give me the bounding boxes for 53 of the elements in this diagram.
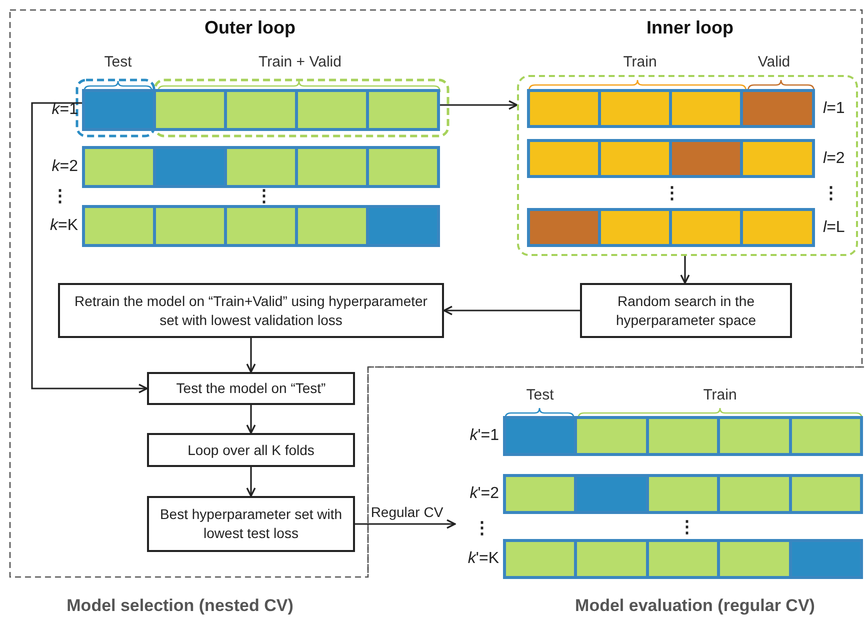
segment-label: Test — [104, 54, 132, 70]
arrow — [443, 306, 580, 316]
box-text: Random search in the hyperparameter space — [614, 292, 758, 330]
fold-index-label: k=K — [50, 217, 78, 235]
ellipsis-mark: ⋮ — [256, 186, 272, 206]
process-box — [147, 433, 355, 467]
fold-index-label: k'=2 — [470, 485, 499, 503]
box-text: Best hyperparameter set with lowest test loss — [158, 505, 344, 543]
segment-label: Valid — [758, 54, 790, 70]
fold-index-label: k'=K — [468, 550, 499, 568]
fold-bar — [526, 88, 814, 128]
arrow — [31, 102, 148, 394]
fold-index-label: l=1 — [823, 100, 845, 118]
segment-label: Train — [623, 54, 657, 70]
segment-label: Test — [526, 386, 554, 404]
box-text: Retrain the model on “Train+Valid” using hyperparameter set with lowest validation loss — [74, 292, 428, 330]
segment-label: Train — [703, 386, 737, 404]
ellipsis-mark: ⋮ — [822, 182, 840, 204]
fold-index-label: k=1 — [52, 101, 78, 119]
ellipsis-mark: ⋮ — [474, 518, 490, 538]
fold-index-label: l=L — [823, 218, 845, 236]
fold-bar — [503, 539, 863, 579]
fold-index-label: k'=1 — [470, 427, 499, 445]
segment-label: Train + Valid — [258, 54, 342, 70]
box-text: Test the model on “Test” — [176, 379, 326, 398]
fold-bar — [82, 146, 440, 188]
panel-caption: Model selection (nested CV) — [66, 596, 294, 616]
fold-bar — [526, 138, 814, 178]
section-heading: Outer loop — [204, 18, 296, 38]
arrow — [246, 405, 256, 434]
fold-index-label: k=2 — [52, 158, 78, 176]
box-text: Loop over all K folds — [188, 440, 314, 460]
arrow — [680, 256, 690, 284]
fold-index-label: l=2 — [823, 150, 845, 168]
arrow — [355, 519, 456, 529]
ellipsis-mark: ⋮ — [52, 186, 68, 206]
process-box — [580, 283, 792, 338]
fold-bar — [82, 205, 440, 247]
arrow — [246, 338, 256, 373]
process-box — [147, 496, 355, 552]
process-box — [147, 372, 355, 405]
arrow — [440, 100, 518, 110]
fold-bar — [82, 89, 440, 131]
fold-bar — [526, 208, 814, 246]
ellipsis-mark: ⋮ — [678, 516, 696, 538]
section-heading: Inner loop — [646, 18, 734, 38]
fold-bar — [503, 474, 863, 514]
process-box — [58, 283, 444, 338]
arrow — [246, 467, 256, 497]
ellipsis-mark: ⋮ — [664, 182, 680, 204]
dashed-group-box — [517, 75, 858, 256]
fold-bar — [503, 416, 863, 456]
panel-caption: Model evaluation (regular CV) — [575, 596, 815, 616]
